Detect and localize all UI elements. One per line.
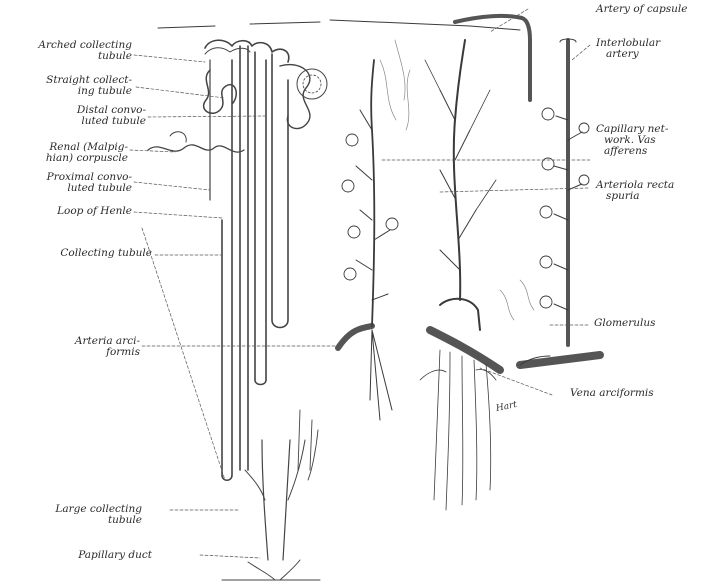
leader-lines [130,9,590,558]
papillary-duct [248,560,300,580]
arteria-arciformis [338,326,372,348]
label-interlobular-artery: Interlobular artery [596,38,660,60]
label-large-collecting-tubule: Large collecting tubule [2,504,142,526]
vena-arciformis [430,330,500,370]
label-collecting-tubule: Collecting tubule [2,248,152,259]
label-proximal-convoluted-tubule: Proximal convo- luted tubule [2,172,132,194]
right-artery-group [455,16,600,365]
large-collecting-tubule [262,440,290,560]
loop-of-henle [222,60,232,480]
label-papillary-duct: Papillary duct [2,550,152,561]
artery-of-capsule [455,16,530,100]
label-renal-corpuscle: Renal (Malpig- hian) corpuscle [2,142,128,164]
straight-collecting-tubule [255,52,266,385]
right-middle-tree [420,40,500,510]
arteriola-recta-spuria [434,350,491,510]
label-capillary-network: Capillary net- work. Vas afferens [596,124,668,157]
arched-collecting-tubule [205,40,289,62]
label-glomerulus: Glomerulus [594,318,656,329]
middle-vessel-tree [338,40,410,420]
label-loop-of-henle: Loop of Henle [2,206,132,217]
label-arteria-arciformis: Arteria arci- formis [2,336,140,358]
label-straight-collecting-tubule: Straight collect- ing tubule [4,75,132,97]
glomerulus [542,108,554,120]
label-arched-collecting-tubule: Arched collecting tubule [4,40,132,62]
label-artery-of-capsule: Artery of capsule [596,4,687,15]
label-vena-arciformis: Vena arciformis [570,388,654,399]
nephron-group [148,40,327,580]
proximal-convoluted-tubule [148,145,244,152]
renal-corpuscle [297,69,327,99]
label-distal-convoluted-tubule: Distal convo- luted tubule [4,105,146,127]
label-arteriola-recta-spuria: Arteriola recta spuria [596,180,674,202]
